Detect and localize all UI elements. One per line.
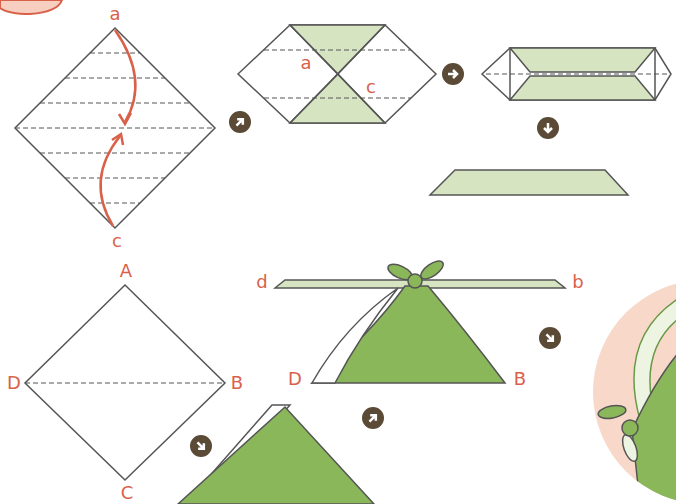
folded-triangle <box>178 405 374 504</box>
step-arrows <box>185 63 565 462</box>
corner-letter: D <box>7 374 21 392</box>
step-five-square <box>25 285 225 480</box>
corner-letter: D <box>288 370 302 388</box>
step-one-square <box>15 28 215 228</box>
step-three-band <box>482 48 671 100</box>
corner-letter: c <box>112 232 122 250</box>
corner-letter: a <box>300 54 311 72</box>
corner-letter: B <box>231 374 243 392</box>
corner-letter: c <box>366 78 376 96</box>
corner-badge <box>0 0 62 14</box>
corner-letter: A <box>120 262 132 280</box>
corner-letter: B <box>514 370 526 388</box>
finished-bag-detail <box>593 280 676 504</box>
corner-letter: d <box>256 273 267 291</box>
corner-letter: b <box>572 273 583 291</box>
tied-bag <box>275 258 565 383</box>
corner-letter: C <box>121 484 134 502</box>
corner-letter: a <box>109 5 120 23</box>
step-two-hexagon <box>238 25 436 123</box>
finished-strap <box>430 170 628 195</box>
